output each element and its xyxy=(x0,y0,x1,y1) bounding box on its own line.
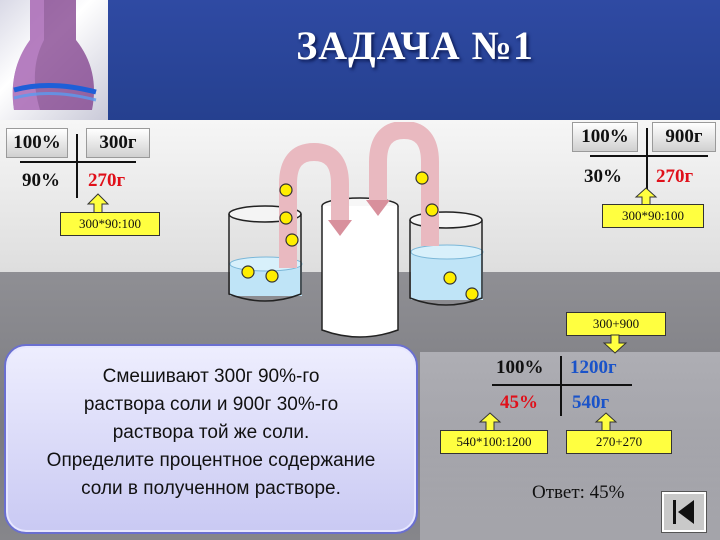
right-percent-header: 100% xyxy=(572,122,638,152)
answer-text: Ответ: 45% xyxy=(532,482,625,503)
flask-image xyxy=(0,0,108,120)
problem-line: соли в полученном растворе. xyxy=(81,478,341,499)
sum-formula: 300+900 xyxy=(566,312,666,336)
result-table-hline xyxy=(492,384,632,386)
mixing-illustration xyxy=(228,122,484,338)
problem-box: Смешивают 300г 90%-го раствора соли и 90… xyxy=(4,344,418,534)
percent-arrow-up xyxy=(478,412,502,432)
percent-formula: 540*100:1200 xyxy=(440,430,548,454)
return-icon xyxy=(673,500,694,524)
right-table-vline xyxy=(646,128,648,192)
left-table-hline xyxy=(20,161,136,163)
page-title: ЗАДАЧА №1 xyxy=(296,23,534,68)
problem-line: раствора той же соли. xyxy=(112,422,310,443)
result-percent-header: 100% xyxy=(496,357,544,378)
result-total-mass: 1200г xyxy=(570,357,617,378)
left-percent-header: 100% xyxy=(6,128,68,158)
right-formula: 300*90:100 xyxy=(602,204,704,228)
right-arrow-up xyxy=(634,187,658,206)
result-percent: 45% xyxy=(500,392,538,413)
right-table-hline xyxy=(590,155,708,157)
result-table-vline xyxy=(560,356,562,416)
salt-formula: 270+270 xyxy=(566,430,672,454)
left-arrow-up xyxy=(86,193,110,214)
left-table-vline xyxy=(76,134,78,198)
right-mass-header: 900г xyxy=(652,122,716,152)
left-mass-header: 300г xyxy=(86,128,150,158)
sum-arrow-down xyxy=(602,334,628,354)
result-salt-mass: 540г xyxy=(572,392,610,413)
problem-line: Определите процентное содержание xyxy=(46,450,376,471)
title-bar xyxy=(0,0,720,120)
problem-line: Смешивают 300г 90%-го xyxy=(102,366,320,387)
right-result-value: 270г xyxy=(656,166,694,187)
left-formula: 300*90:100 xyxy=(60,212,160,236)
right-percent-value: 30% xyxy=(584,166,622,187)
return-button[interactable] xyxy=(662,492,706,532)
left-percent-value: 90% xyxy=(22,170,60,191)
left-result-value: 270г xyxy=(88,170,126,191)
problem-line: раствора соли и 900г 30%-го xyxy=(83,394,339,415)
salt-arrow-up xyxy=(594,412,618,432)
